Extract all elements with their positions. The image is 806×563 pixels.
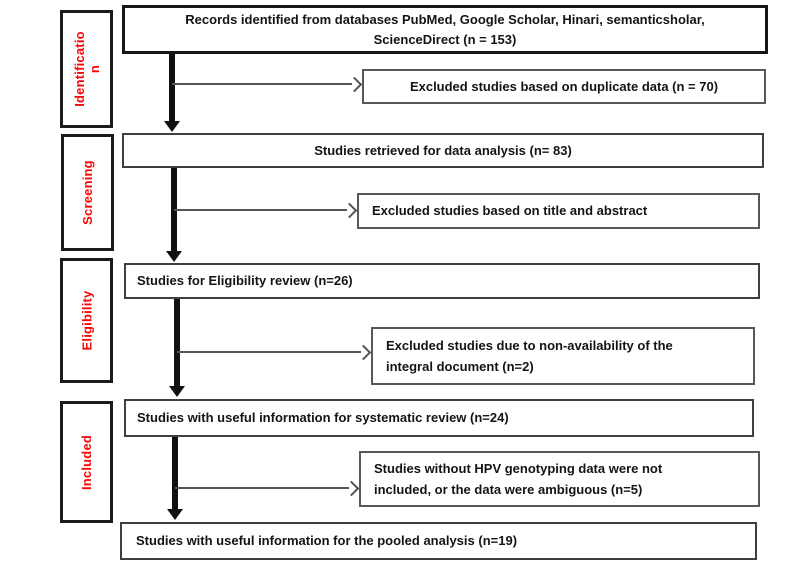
phase-label-included: Included (79, 434, 94, 489)
box-systematic-review: Studies with useful information for syst… (124, 399, 754, 437)
arrow-branch-no-genotyping-icon (175, 487, 349, 489)
box-excluded-no-genotyping-line1: Studies without HPV genotyping data were… (374, 461, 663, 476)
box-records-identified: Records identified from databases PubMed… (122, 5, 768, 54)
box-records-line2: ScienceDirect (n = 153) (373, 31, 517, 47)
box-excluded-unavailable-line2: integral document (n=2) (386, 359, 534, 374)
box-excluded-no-genotyping-line2: included, or the data were ambiguous (n=… (374, 482, 643, 497)
arrow-branch-unavailable-icon (177, 351, 361, 353)
box-eligibility-review: Studies for Eligibility review (n=26) (124, 263, 760, 299)
phase-label-line: Eligibility (79, 290, 95, 351)
box-excluded-title-abstract: Excluded studies based on title and abst… (357, 193, 760, 229)
phase-label-identification: Identificatio n (72, 31, 102, 107)
phase-box-eligibility: Eligibility (60, 258, 113, 383)
arrow-branch-duplicates-icon (172, 83, 352, 85)
arrow-down-included-icon (167, 437, 183, 520)
phase-box-identification: Identificatio n (60, 10, 113, 128)
arrow-down-identification-icon (164, 54, 180, 132)
box-systematic-review-text: Studies with useful information for syst… (137, 410, 509, 425)
box-pooled-analysis-text: Studies with useful information for the … (136, 533, 518, 548)
phase-label-line: Included (79, 434, 94, 490)
box-excluded-unavailable-line1: Excluded studies due to non-availability… (386, 338, 673, 353)
box-pooled-analysis: Studies with useful information for the … (120, 522, 757, 560)
box-excluded-duplicates: Excluded studies based on duplicate data… (362, 69, 766, 104)
box-eligibility-review-text: Studies for Eligibility review (n=26) (137, 273, 353, 288)
phase-label-line: Identificatio (71, 31, 87, 107)
phase-box-included: Included (60, 401, 113, 523)
box-excluded-title-abstract-text: Excluded studies based on title and abst… (372, 203, 648, 218)
box-records-line1: Records identified from databases PubMed… (185, 11, 705, 27)
box-retrieved-text: Studies retrieved for data analysis (n= … (314, 142, 572, 158)
phase-label-line: n (86, 64, 102, 74)
phase-label-eligibility: Eligibility (79, 291, 94, 351)
phase-label-screening: Screening (80, 160, 95, 225)
box-excluded-no-genotyping: Studies without HPV genotyping data were… (359, 451, 760, 507)
arrow-down-eligibility-icon (169, 299, 185, 397)
phase-label-line: Screening (80, 160, 95, 225)
box-excluded-duplicates-text: Excluded studies based on duplicate data… (409, 78, 719, 94)
box-retrieved: Studies retrieved for data analysis (n= … (122, 133, 764, 168)
phase-box-screening: Screening (61, 134, 114, 251)
arrow-branch-title-abstract-icon (174, 209, 347, 211)
box-excluded-unavailable: Excluded studies due to non-availability… (371, 327, 755, 385)
